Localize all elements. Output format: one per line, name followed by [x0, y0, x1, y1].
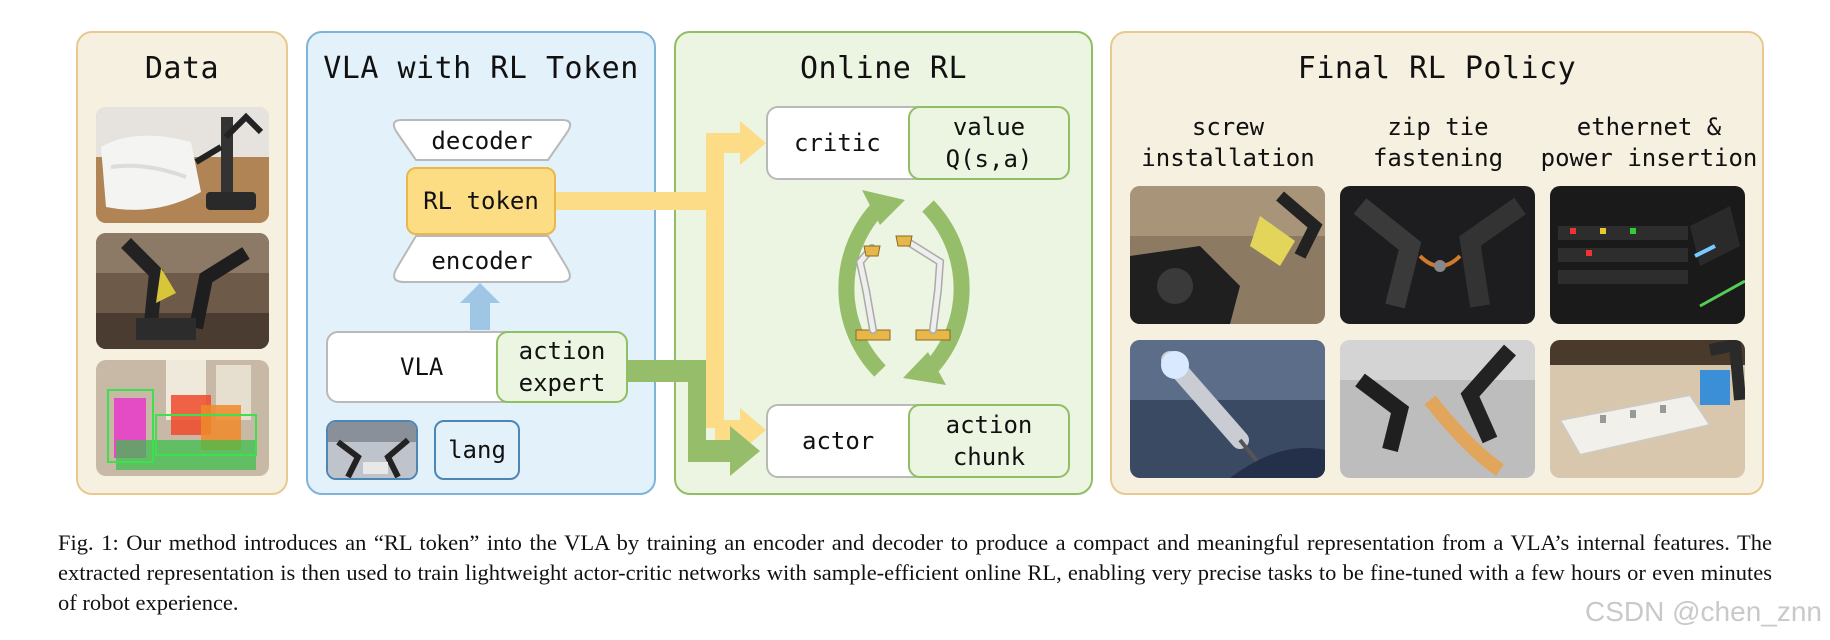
task-image-power-2: [1550, 340, 1745, 478]
rl-token-yellow-arrow: [555, 192, 715, 210]
action-expert-box: action expert: [496, 331, 628, 403]
data-image-robot-arms: [96, 233, 269, 349]
rl-token-box: RL token: [406, 167, 556, 235]
vla-panel-title: VLA with RL Token: [323, 51, 639, 86]
data-panel-title: Data: [144, 51, 220, 86]
rl-loop-arrow-right: [922, 200, 970, 377]
watermark: CSDN @chen_znn: [1585, 596, 1822, 627]
decoder-label: decoder: [431, 127, 533, 155]
task-image-zip-tie-2: [1340, 340, 1535, 478]
lang-box: lang: [434, 420, 520, 480]
task-label-zip-tie: zip tie fastening: [1372, 113, 1504, 172]
task-label-ethernet: ethernet & power insertion: [1540, 113, 1758, 172]
encoder-shape: [393, 235, 571, 283]
action-expert-green-arrow: [628, 360, 760, 476]
final-policy-panel-title: Final RL Policy: [1297, 51, 1577, 86]
camera-observation-image: [326, 420, 418, 480]
rl-loop-arrow-left: [838, 200, 886, 377]
critic-label: critic: [794, 129, 881, 157]
value-box: value Q(s,a): [908, 106, 1070, 180]
actor-label: actor: [802, 427, 875, 455]
vla-to-encoder-arrow: [460, 283, 500, 330]
task-label-screw: screw installation: [1141, 113, 1315, 172]
data-image-segmented-room: [96, 360, 269, 476]
action-chunk-label: action chunk: [945, 411, 1033, 471]
data-image-bedroom: [96, 107, 269, 223]
figure-caption: Fig. 1: Our method introduces an “RL tok…: [58, 530, 1772, 615]
task-image-screw-1: [1130, 186, 1325, 324]
task-image-zip-tie-1: [1340, 186, 1535, 324]
task-image-screw-2: [1130, 340, 1325, 478]
robot-arms-icon: [855, 235, 951, 341]
action-expert-label: action expert: [518, 337, 606, 397]
action-chunk-box: action chunk: [908, 404, 1070, 478]
decoder-shape: [392, 119, 572, 161]
online-rl-panel-title: Online RL: [799, 51, 968, 86]
vla-label: VLA: [400, 353, 444, 381]
task-image-ethernet-1: [1550, 186, 1745, 324]
value-label: value Q(s,a): [945, 113, 1033, 173]
encoder-label: encoder: [431, 247, 533, 275]
